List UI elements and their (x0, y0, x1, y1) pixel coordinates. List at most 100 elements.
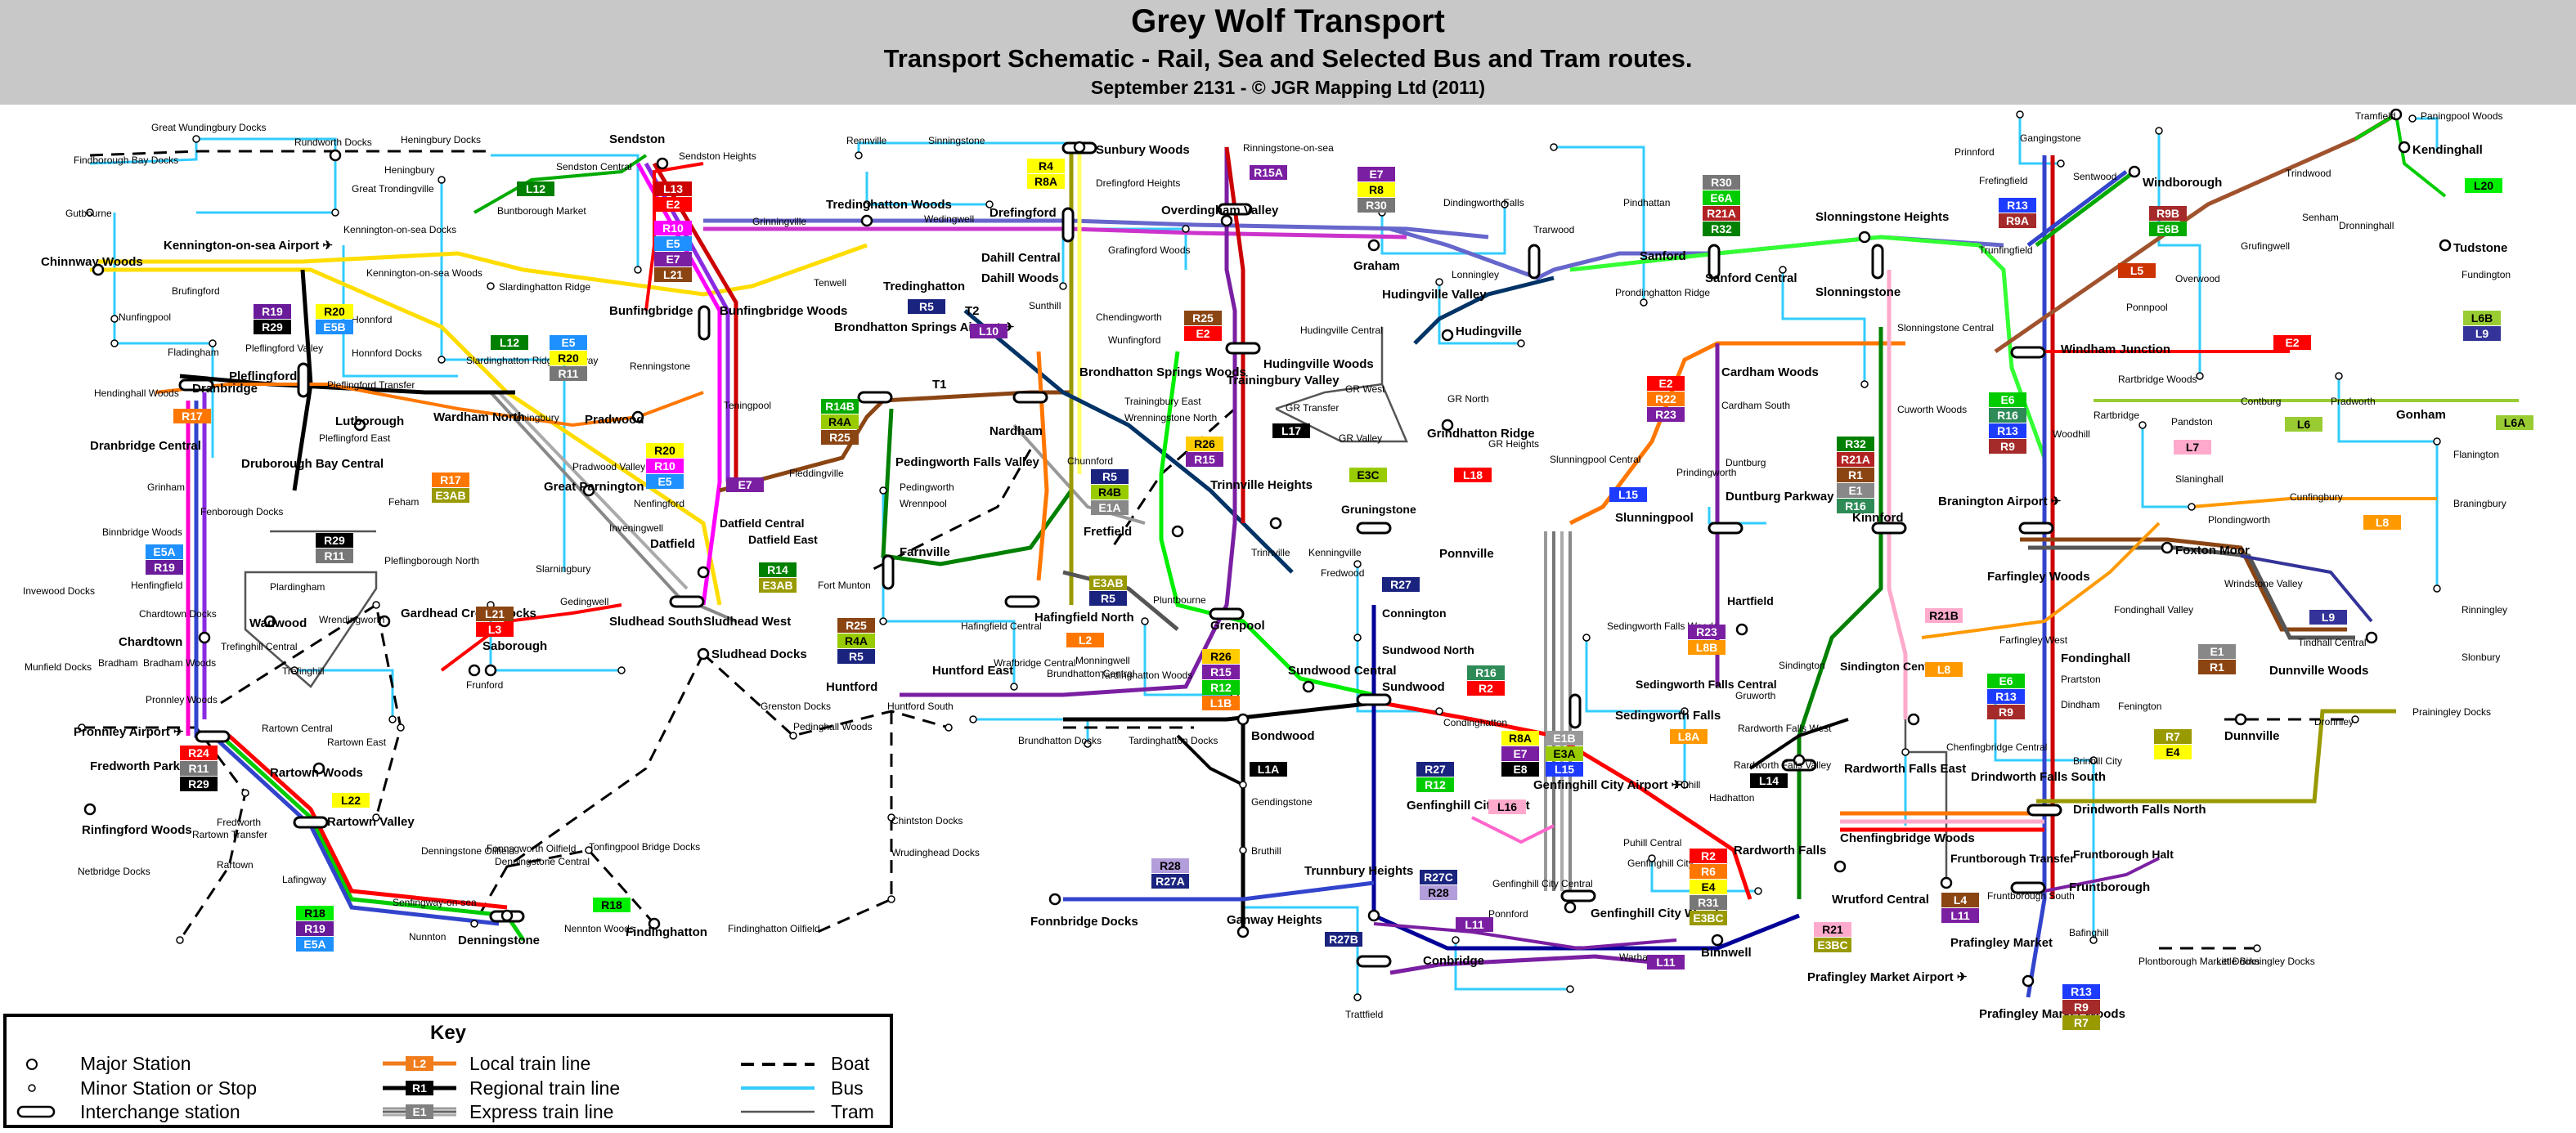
label-sedingworth-falls-central: Sedingworth Falls Central (1636, 678, 1777, 691)
route-badge-label: R20 (324, 305, 345, 318)
route-badge (180, 777, 218, 791)
route-badge-label: R7 (2165, 730, 2180, 743)
route-badge-label: R13 (2007, 199, 2028, 212)
route-badge-label: E2 (1658, 377, 1672, 390)
label-rinningstone-on-sea: Rinningstone-on-sea (1243, 142, 1334, 154)
route-badge (1488, 799, 1526, 814)
label-rartown-transfer: Rartown Transfer (192, 829, 267, 840)
route-badge-stack: R27 (1382, 577, 1420, 592)
label-bradham-woods: Bradham Woods (143, 657, 216, 669)
label-pradwood: Pradwood (585, 413, 644, 427)
label-lutborough: Lutborough (335, 414, 404, 428)
boat-line-icon (741, 1063, 815, 1066)
route-badge (296, 921, 334, 936)
label-nardham: Nardham (990, 424, 1043, 438)
label-cunfingbury: Cunfingbury (2290, 491, 2343, 503)
label-rartown-valley: Rartown Valley (327, 815, 415, 829)
route-badge-label: R29 (262, 320, 283, 334)
route-badge (1089, 591, 1127, 606)
route-badge-label: R16 (1475, 666, 1497, 679)
label-genfinghill-airport: Genfinghill City Airport ✈ (1533, 778, 1682, 792)
label-drindworth-falls-south: Drindworth Falls South (1971, 770, 2106, 784)
label-honnford: Honnford (352, 314, 392, 325)
route-badge (2285, 417, 2322, 432)
label-grinningville: Grinningville (752, 216, 806, 227)
route-badge-label: R12 (1425, 778, 1446, 791)
route-badge-label: E6B (2156, 222, 2179, 235)
route-badge (654, 197, 692, 212)
route-badge-label: R9B (2156, 207, 2179, 220)
label-senfingway-on-sea: Senfingway-on-sea (393, 897, 477, 908)
route-badge (1250, 165, 1287, 180)
route-badge (1814, 938, 1851, 952)
route-badge-label: L8 (2376, 516, 2390, 529)
route-badge-label: L21 (663, 268, 683, 281)
route-badge (1091, 500, 1129, 515)
regional-line-icon: R1 (383, 1081, 456, 1095)
route-badge-stack: L16 (1488, 799, 1526, 814)
label-sindington-central: Sindington Central (1840, 660, 1942, 673)
label-condinghatton: Condinghatton (1443, 717, 1507, 728)
label-denningstone-central: Denningstone Central (495, 856, 590, 867)
route-badge (1750, 773, 1788, 788)
route-badge-label: L22 (341, 794, 361, 807)
route-badge (316, 533, 353, 548)
route-badge (550, 351, 587, 365)
label-wrudinghead-docks: Wrudinghead Docks (891, 847, 980, 858)
label-fonnsgworth-oilfield: Fonnsgworth Oilfield (487, 843, 576, 854)
label-sludhead-west: Sludhead West (703, 615, 791, 629)
label-gangingstone: Gangingstone (2020, 132, 2081, 144)
route-badge-label: E3AB (1093, 576, 1123, 589)
station-labels: Chinnway Woods Kennington-on-sea Airport… (41, 132, 2507, 1021)
label-heningbury-docks: Heningbury Docks (401, 134, 481, 146)
label-grenston-docks: Grenston Docks (761, 701, 831, 712)
label-henfingfield: Henfingfield (131, 580, 182, 591)
label-chintston-docks: Chintston Docks (891, 815, 963, 826)
route-badge-label: E2 (666, 198, 680, 211)
route-badge-label: R11 (325, 549, 345, 562)
label-kennington-airport: Kennington-on-sea Airport ✈ (164, 239, 333, 253)
route-badge (821, 430, 859, 445)
route-badge-label: E6A (1710, 191, 1732, 204)
label-drefingford: Drefingford (990, 206, 1057, 220)
label-nenfingford: Nenfingford (634, 498, 684, 509)
route-badge (1690, 849, 1727, 863)
route-badge-stack: L11 (1456, 917, 1493, 932)
route-badge (821, 414, 859, 429)
route-badge (296, 906, 334, 920)
route-badge (550, 335, 587, 350)
route-badge (1703, 222, 1740, 236)
label-fredworth-parkway: Fredworth Parkway (90, 759, 204, 773)
key-title: Key (429, 1022, 467, 1044)
route-badge-label: E1 (1848, 484, 1862, 497)
route-badge-label: R27B (1329, 933, 1358, 946)
route-badge-stack: L2 (1066, 633, 1104, 647)
route-badge-label: R1 (2210, 661, 2224, 674)
label-hudingville: Hudingville (1456, 325, 1522, 338)
label-rardworth-falls-west: Rardworth Falls West (1738, 723, 1832, 734)
route-badge-label: R21 (1822, 923, 1843, 936)
label-trattfield: Trattfield (1345, 1009, 1383, 1020)
route-badge-label: E5 (561, 336, 575, 349)
route-badge-label: R8 (1369, 183, 1384, 196)
route-badge-label: L3 (488, 623, 502, 636)
route-badge (316, 320, 353, 334)
route-badge-label: L11 (1656, 956, 1676, 969)
route-badge (1690, 880, 1727, 894)
label-chardtown-docks: Chardtown Docks (139, 608, 217, 620)
route-badge-label: E7 (666, 253, 680, 266)
route-badge-label: R27 (1425, 763, 1446, 776)
label-bradham: Bradham (98, 657, 138, 669)
map-title: Grey Wolf Transport (1131, 3, 1445, 39)
label-netbridge-docks: Netbridge Docks (78, 866, 150, 877)
route-badge-stack: E3C (1349, 468, 1387, 482)
